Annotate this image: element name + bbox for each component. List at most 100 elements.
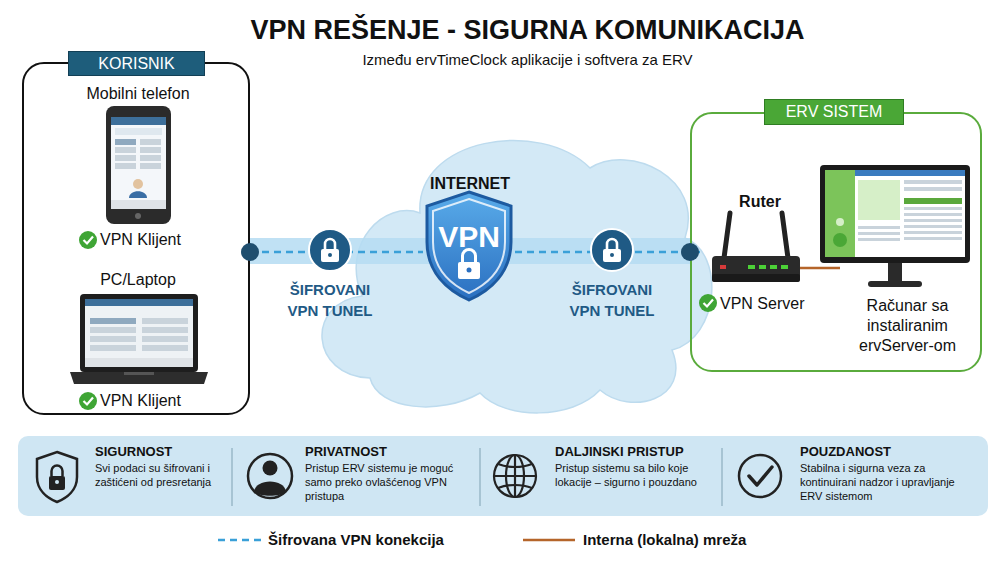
internet-cloud: VPN INTERNET [300, 118, 710, 418]
legend-item: Interna (lokalna) mreža [583, 530, 746, 550]
device-node: PC/LaptopVPN Klijent [40, 268, 236, 413]
feature-title: POUZDANOST [800, 444, 980, 460]
computer-illustration [868, 281, 922, 287]
computer-illustration [836, 218, 844, 226]
laptop-illustration [142, 318, 188, 324]
device-name: Računar sa instaliranim ervServer-om [840, 296, 975, 356]
feature-text: Pristup sistemu sa bilo koje lokacije – … [555, 461, 705, 489]
security-icon [37, 452, 77, 502]
group-box: Mobilni telefonVPN KlijentPC/LaptopVPN K… [22, 62, 250, 415]
computer-illustration [825, 170, 855, 257]
status-label: VPN Klijent [100, 231, 230, 249]
feature-item: POUZDANOSTStabilna i sigurna veza za kon… [725, 440, 985, 512]
check-icon [84, 398, 94, 405]
laptop-illustration [85, 299, 193, 367]
shield-label: VPN [423, 220, 515, 254]
privacy-icon [248, 454, 292, 498]
feature-text: Svi podaci su šifrovani i zaštićeni od p… [95, 461, 230, 489]
feature-divider [479, 448, 481, 506]
router-illustration [748, 265, 755, 269]
router-node: RuterVPN Server [700, 190, 800, 315]
router-illustration [724, 213, 730, 258]
globe-icon [498, 464, 532, 467]
globe-icon [494, 475, 536, 477]
feature-title: DALJINSKI PRISTUP [555, 444, 710, 460]
cloud-label: INTERNET [428, 174, 512, 193]
lock-icon [309, 229, 351, 271]
computer-illustration [825, 170, 965, 257]
subtitle: Između ervTimeClock aplikacije i softver… [200, 50, 855, 69]
phone-illustration [115, 147, 136, 153]
feature-text: Pristup ERV sistemu je moguć samo preko … [305, 461, 475, 503]
group-tab: ERV SISTEM [764, 99, 904, 125]
diagram-title: VPN REŠENJE - SIGURNA KOMUNIKACIJA [100, 14, 955, 46]
reliability-icon [739, 455, 781, 497]
device-name: PC/Laptop [40, 270, 236, 289]
laptop-illustration [70, 372, 208, 384]
globe-icon [506, 455, 524, 497]
feature-title: PRIVATNOST [305, 444, 475, 460]
feature-item: DALJINSKI PRISTUPPristup sistemu sa bilo… [482, 440, 720, 512]
reliability-icon [739, 455, 781, 497]
check-icon [79, 392, 97, 410]
computer-illustration [904, 180, 962, 184]
feature-divider [721, 448, 723, 506]
phone-illustration [115, 155, 136, 161]
laptop-illustration [70, 294, 208, 384]
feature-title: SIGURNOST [95, 444, 230, 460]
phone-illustration [140, 163, 161, 169]
router-illustration [712, 274, 800, 282]
lock-icon [325, 239, 335, 249]
phone-illustration [115, 139, 136, 145]
laptop-illustration [85, 358, 193, 367]
router-illustration [781, 265, 788, 269]
check-icon [84, 237, 94, 244]
shield-lock [467, 268, 472, 273]
laptop-illustration [85, 299, 193, 306]
globe-icon [494, 455, 536, 497]
status-label: VPN Server [720, 294, 820, 313]
computer-illustration [904, 225, 962, 228]
cloud-shape [322, 140, 712, 412]
phone-illustration [106, 106, 171, 224]
feature-divider [231, 448, 233, 506]
security-icon [37, 452, 77, 502]
laptop-illustration [90, 327, 136, 333]
phone-illustration [140, 155, 161, 161]
computer-illustration [858, 232, 900, 235]
phone-illustration [111, 117, 166, 209]
router-illustration [720, 265, 726, 269]
legend-line-sample [523, 539, 575, 542]
router-illustration [712, 213, 800, 282]
device-node: Mobilni telefonVPN Klijent [40, 82, 236, 252]
computer-illustration [858, 238, 900, 241]
device-name: Mobilni telefon [40, 84, 236, 103]
security-icon [52, 466, 63, 476]
computer-illustration [904, 219, 962, 222]
privacy-icon [248, 454, 292, 498]
status-label: VPN Klijent [100, 392, 230, 410]
edge-label: ŠIFROVANI VPN TUNEL [557, 279, 667, 321]
computer-illustration [858, 226, 900, 229]
tunnel-endpoint [241, 243, 259, 261]
legend-line-sample [218, 539, 262, 542]
vpn-shield: VPN [423, 190, 515, 302]
computer-illustration [888, 263, 902, 281]
laptop-illustration [142, 336, 188, 342]
globe-icon [498, 485, 532, 488]
computer-node: Računar sa instaliranim ervServer-om [840, 160, 975, 360]
feature-band [18, 436, 988, 516]
shield-lock [458, 262, 480, 279]
computer-illustration [904, 213, 962, 216]
edge-label: ŠIFROVANI VPN TUNEL [275, 279, 385, 321]
lock-icon [328, 253, 332, 257]
computer-illustration [833, 233, 847, 247]
check-icon [79, 231, 97, 249]
computer-illustration [820, 165, 970, 287]
phone-illustration [140, 139, 161, 145]
check-icon [79, 392, 97, 410]
security-icon [55, 480, 59, 484]
computer-illustration [820, 165, 970, 263]
legend-text: Interna (lokalna) mreža [583, 531, 746, 548]
